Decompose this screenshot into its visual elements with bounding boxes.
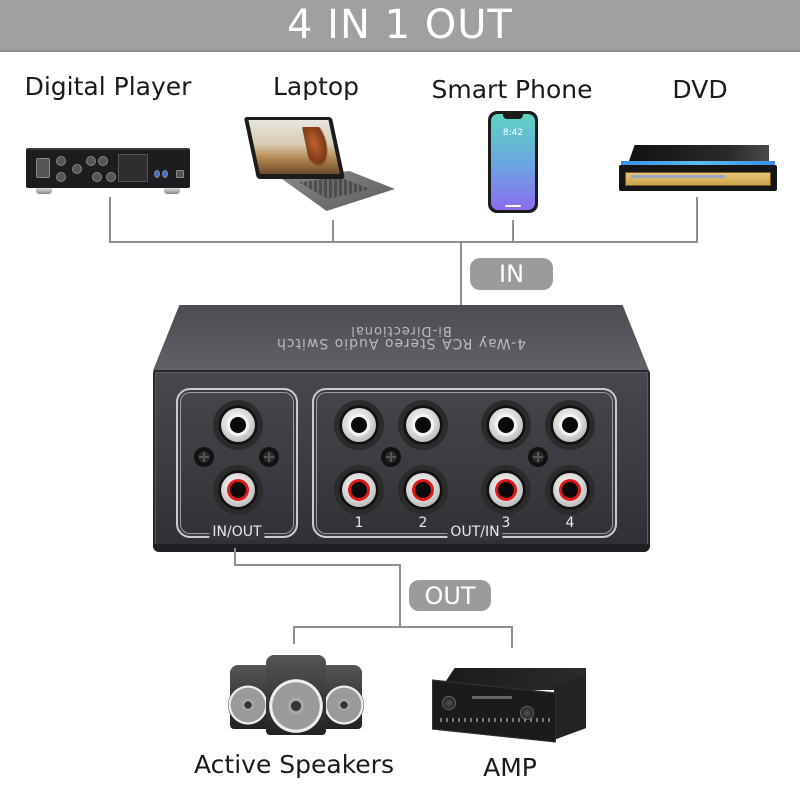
label-digital-player: Digital Player — [24, 72, 192, 101]
title-text: 4 IN 1 OUT — [287, 2, 513, 48]
port-number-2: 2 — [418, 515, 428, 531]
connector-laptop — [332, 220, 334, 243]
rca-jack-red-in-out[interactable] — [213, 465, 263, 515]
out-badge: OUT — [409, 580, 491, 611]
connector-amp — [511, 626, 513, 648]
connector-dvd — [696, 197, 698, 243]
connector-digital-player — [109, 197, 111, 243]
switch-top-text-1: 4-Way RCA Stereo Audio Switch — [275, 335, 527, 351]
label-dvd: DVD — [672, 75, 728, 104]
connector-out-trunk — [399, 564, 401, 628]
connector-out-drop — [234, 548, 236, 566]
label-amp: AMP — [483, 753, 537, 782]
speakers-icon — [228, 655, 364, 735]
connector-out-bus — [293, 626, 513, 628]
amplifier-icon — [432, 668, 588, 743]
screw-icon — [194, 447, 214, 467]
smartphone-icon: 8:42 — [488, 111, 538, 213]
rca-jack-red-4[interactable] — [545, 465, 595, 515]
in-out-label: IN/OUT — [209, 524, 265, 540]
connector-speakers — [293, 626, 295, 644]
out-in-label: OUT/IN — [447, 524, 503, 540]
port-number-4: 4 — [565, 515, 575, 531]
phone-time: 8:42 — [502, 128, 524, 138]
label-smart-phone: Smart Phone — [431, 75, 593, 104]
rca-jack-white-2[interactable] — [398, 400, 448, 450]
connector-out-horizontal — [234, 564, 401, 566]
digital-player-icon — [26, 148, 190, 194]
rca-jack-white-3[interactable] — [481, 400, 531, 450]
connector-smart-phone — [512, 220, 514, 243]
label-laptop: Laptop — [272, 72, 360, 101]
rca-jack-white-4[interactable] — [545, 400, 595, 450]
label-active-speakers: Active Speakers — [194, 750, 394, 779]
rca-jack-white-in-out[interactable] — [213, 400, 263, 450]
rca-jack-red-1[interactable] — [334, 465, 384, 515]
rca-jack-red-2[interactable] — [398, 465, 448, 515]
in-badge: IN — [470, 258, 553, 290]
screw-icon — [528, 447, 548, 467]
laptop-icon — [243, 115, 397, 215]
rca-jack-red-3[interactable] — [481, 465, 531, 515]
screw-icon — [259, 447, 279, 467]
port-number-1: 1 — [354, 515, 364, 531]
rca-jack-white-1[interactable] — [334, 400, 384, 450]
connector-in-bus — [109, 241, 698, 243]
port-number-3: 3 — [501, 515, 511, 531]
screw-icon — [381, 447, 401, 467]
dvd-player-icon — [617, 145, 777, 193]
title-banner: 4 IN 1 OUT — [0, 0, 800, 52]
switch-top-panel: Bi-Directional 4-Way RCA Stereo Audio Sw… — [152, 305, 650, 373]
audio-switch-front-panel: IN/OUT OUT/IN 1 2 3 4 — [153, 370, 650, 552]
